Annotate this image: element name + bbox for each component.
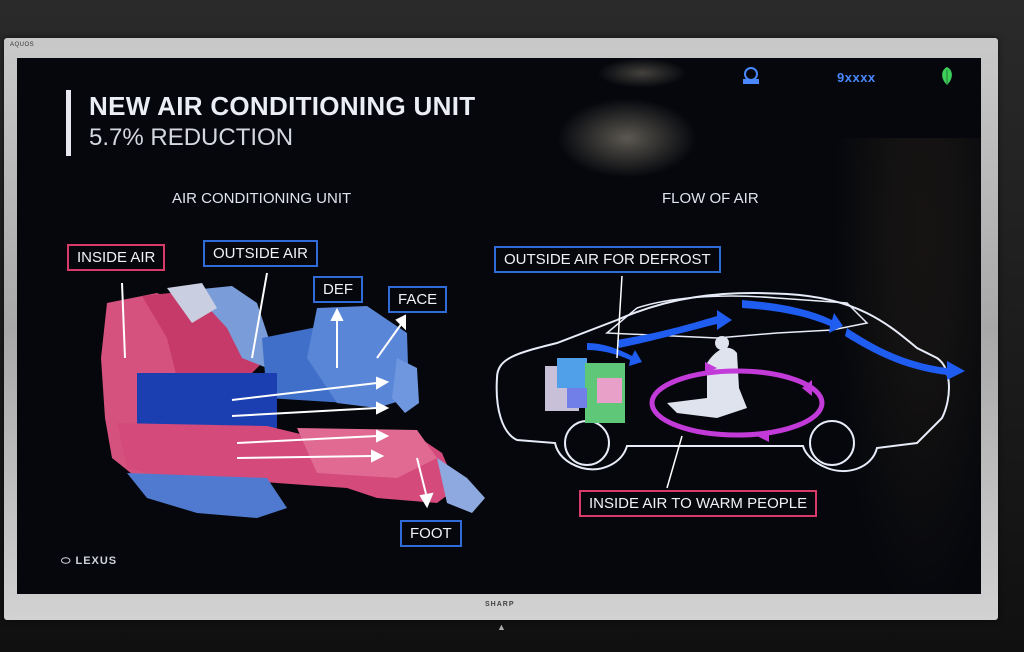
light-glare bbox=[557, 98, 697, 178]
def-label: DEF bbox=[313, 276, 363, 303]
foot-label: FOOT bbox=[400, 520, 462, 547]
ac-unit-diagram bbox=[101, 272, 485, 518]
tv-brand-top: AQUOS bbox=[10, 42, 35, 48]
right-section-heading: FLOW OF AIR bbox=[662, 190, 759, 207]
lexus-logo-text: LEXUS bbox=[75, 555, 118, 567]
tv-indicator-icon: ▲ bbox=[497, 622, 506, 632]
leaf-icon bbox=[939, 66, 955, 91]
car-airflow-diagram bbox=[495, 275, 965, 489]
tv-screen: NEW AIR CONDITIONING UNIT 5.7% REDUCTION… bbox=[17, 58, 981, 594]
tv-brand-bottom: SHARP bbox=[485, 601, 515, 608]
badge-icon bbox=[739, 66, 763, 91]
face-label: FACE bbox=[388, 286, 448, 313]
slide-code: 9xxxx bbox=[837, 70, 876, 85]
title-accent-bar bbox=[66, 90, 71, 156]
lexus-logo: ⬭ LEXUS bbox=[61, 555, 117, 568]
inside-air-label: INSIDE AIR bbox=[67, 244, 166, 271]
left-section-heading: AIR CONDITIONING UNIT bbox=[172, 190, 352, 207]
slide-title: NEW AIR CONDITIONING UNIT bbox=[89, 91, 476, 121]
light-glare-small bbox=[597, 58, 687, 88]
lexus-mark-icon: ⬭ bbox=[61, 555, 72, 567]
outside-air-defrost-label: OUTSIDE AIR FOR DEFROST bbox=[494, 246, 721, 273]
outside-air-label: OUTSIDE AIR bbox=[203, 240, 319, 267]
inside-air-warm-label: INSIDE AIR TO WARM PEOPLE bbox=[579, 490, 818, 517]
slide-subtitle: 5.7% REDUCTION bbox=[89, 124, 294, 151]
